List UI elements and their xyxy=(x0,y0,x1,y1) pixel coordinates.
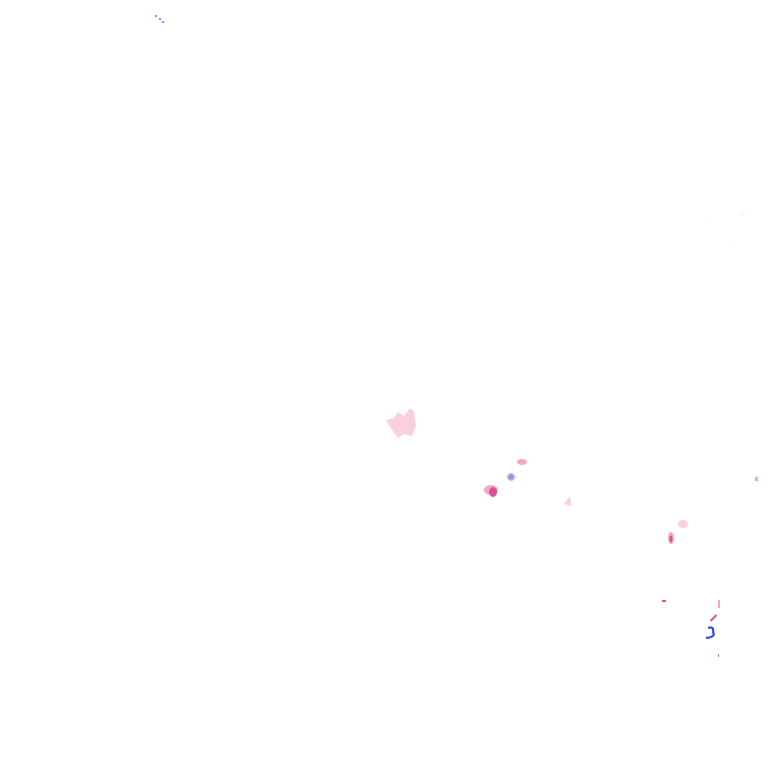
precip-echo-small-2 xyxy=(564,496,571,506)
precip-echo-southeast xyxy=(662,600,720,657)
precip-echo-east xyxy=(668,477,758,544)
precip-echo-small-1 xyxy=(517,459,527,465)
precip-echo-blue-hook xyxy=(705,626,715,640)
precip-echo-faint-ne xyxy=(711,213,743,241)
precip-echo-top-left xyxy=(155,15,164,23)
precip-echo-center-cluster xyxy=(386,408,416,438)
precip-echo-core-blue xyxy=(507,473,515,481)
precip-echo-magenta xyxy=(484,485,498,497)
